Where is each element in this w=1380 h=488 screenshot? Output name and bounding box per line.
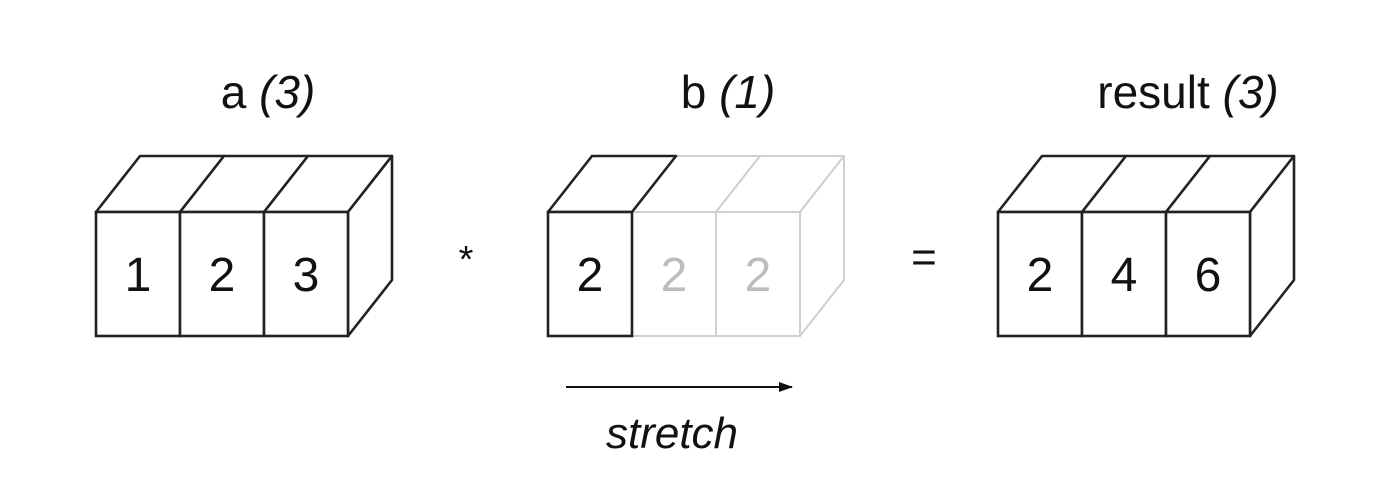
array-a-cell: 1 (94, 154, 226, 338)
cell-front-face (262, 210, 350, 338)
equals-operator: = (911, 233, 937, 282)
cell-front-face (178, 210, 266, 338)
array-result-title: result (3) (1097, 66, 1279, 118)
array-a-cell: 2 (178, 154, 310, 338)
array-result-cell: 6 (1164, 154, 1296, 338)
cell-front-face (996, 210, 1084, 338)
array-b: b (1) 2 2 2 (546, 66, 845, 338)
cell-value: 2 (745, 249, 772, 302)
cell-value: 1 (125, 249, 152, 302)
array-a: a (3) 1 2 3 (94, 66, 394, 338)
array-b-title: b (1) (681, 66, 776, 118)
cell-value: 2 (577, 249, 604, 302)
array-b-cell: 2 (546, 154, 678, 338)
array-result-cell: 4 (1080, 154, 1212, 338)
cell-front-face (1080, 210, 1168, 338)
array-a-cell: 3 (262, 154, 394, 338)
cell-front-face (546, 210, 634, 338)
array-b-name: b (681, 66, 707, 118)
array-a-cells: 1 2 3 (94, 154, 394, 338)
cell-value: 2 (1027, 249, 1054, 302)
cell-value: 6 (1195, 249, 1222, 302)
cell-value: 4 (1111, 249, 1138, 302)
array-result: result (3) 2 4 6 (996, 66, 1296, 338)
array-result-name: result (1097, 66, 1210, 118)
array-result-shape: (3) (1223, 66, 1279, 118)
array-b-cells: 2 2 2 (546, 154, 845, 338)
array-result-cell: 2 (996, 154, 1128, 338)
array-a-shape: (3) (259, 66, 315, 118)
cell-value: 2 (661, 249, 688, 302)
array-a-name: a (221, 66, 247, 118)
array-a-title: a (3) (221, 66, 316, 118)
array-b-cell: 2 (715, 155, 845, 337)
cell-value: 2 (209, 249, 236, 302)
array-result-cells: 2 4 6 (996, 154, 1296, 338)
multiply-operator: * (459, 239, 474, 281)
cell-front-face (1164, 210, 1252, 338)
array-b-cell: 2 (631, 155, 761, 337)
cell-value: 3 (293, 249, 320, 302)
cell-front-face (715, 211, 801, 337)
cell-front-face (631, 211, 717, 337)
stretch-label: stretch (606, 409, 738, 458)
array-b-shape: (1) (719, 66, 775, 118)
